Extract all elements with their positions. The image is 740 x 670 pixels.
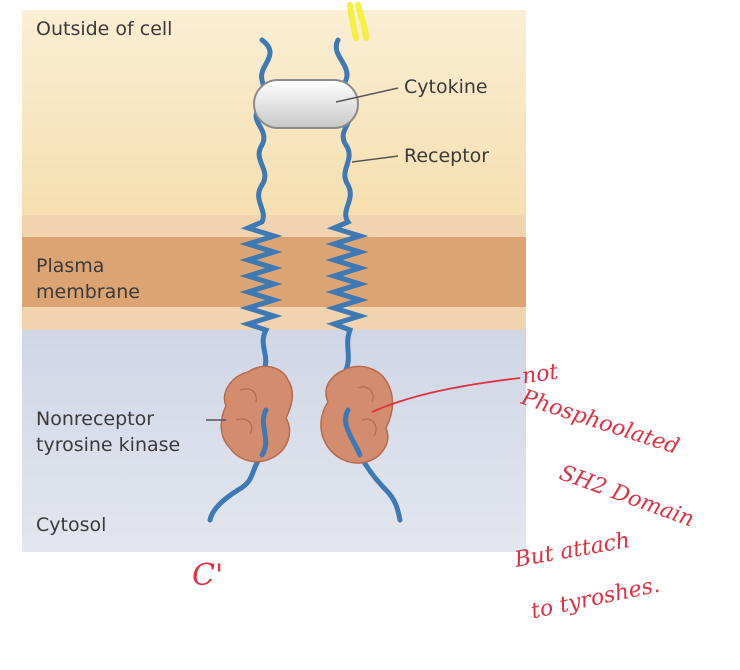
cytosol-label: Cytosol — [36, 514, 107, 536]
c-prime-mark: C' — [192, 558, 224, 593]
annotation-arrow — [371, 377, 521, 413]
cytokine-label: Cytokine — [404, 76, 488, 98]
kinase-label-line1: Nonreceptor — [36, 408, 155, 430]
plasma-membrane-label-line1: Plasma — [36, 255, 105, 277]
cytokine-shape — [253, 79, 359, 129]
kinase-label-line2: tyrosine kinase — [36, 434, 181, 456]
membrane-outer-leaflet — [22, 215, 526, 237]
highlighter-mark — [347, 2, 369, 41]
membrane-core — [22, 237, 526, 307]
plasma-membrane-label-line2: membrane — [36, 281, 140, 303]
cytokine-leader — [335, 87, 399, 103]
receptor-leader — [351, 155, 399, 163]
right-kinase-shape — [320, 365, 394, 464]
outside-label: Outside of cell — [36, 18, 173, 40]
left-kinase-shape — [220, 365, 294, 463]
receptor-label: Receptor — [404, 145, 490, 167]
